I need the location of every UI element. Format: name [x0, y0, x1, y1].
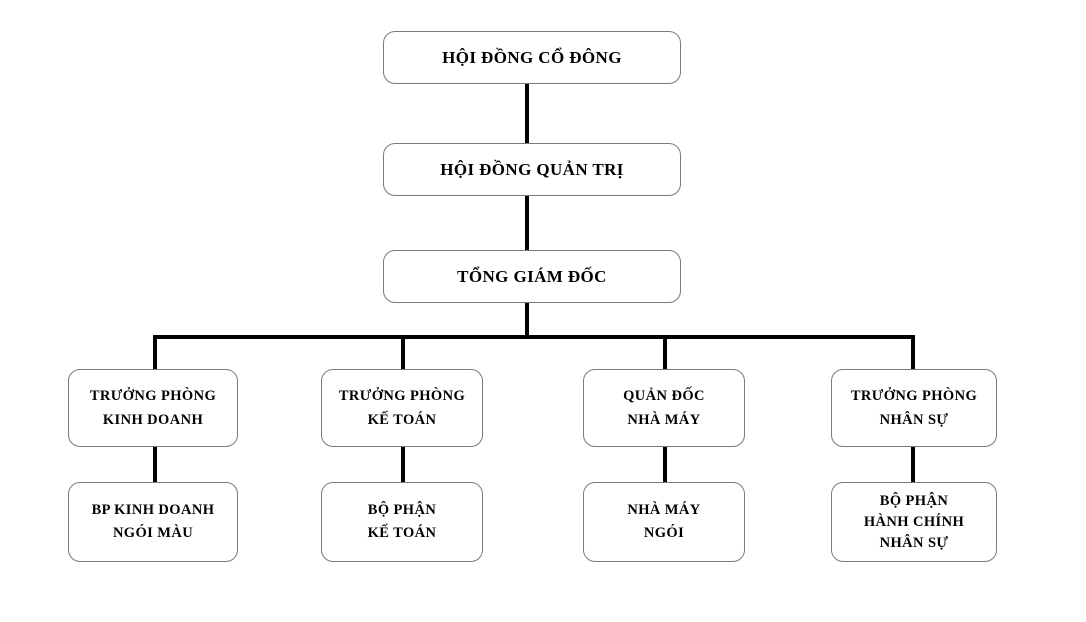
node-label-line2: NGÓI MÀU [112, 525, 194, 541]
node-label-line1: BỘ PHẬN [367, 502, 437, 518]
connector-hr-manager-to-admin-dept [911, 446, 915, 482]
node-label-line3: NHÂN SỰ [879, 534, 949, 551]
connector-shareholders-to-board [525, 83, 529, 144]
node-label-line2: NGÓI [643, 525, 685, 541]
node-label-line1: TRƯỞNG PHÒNG [89, 388, 217, 404]
connector-accounting-manager-to-accounting-dept [401, 446, 405, 482]
node-label-line1: QUẢN ĐỐC [623, 388, 705, 404]
node-board-of-directors[interactable]: HỘI ĐỒNG QUẢN TRỊ [383, 143, 681, 196]
connector-sales-manager-to-sales-dept [153, 446, 157, 482]
node-label-line1: BP KINH DOANH [91, 502, 215, 518]
connector-board-to-director [525, 196, 529, 250]
connector-bus-to-factory-supervisor [663, 335, 667, 369]
connector-bus-to-hr-manager [911, 335, 915, 369]
connector-bus-to-sales-manager [153, 335, 157, 369]
node-sales-manager[interactable]: TRƯỞNG PHÒNG KINH DOANH [68, 369, 238, 447]
connector-bus-to-accounting-manager [401, 335, 405, 369]
node-sales-dept[interactable]: BP KINH DOANH NGÓI MÀU [68, 482, 238, 562]
node-label-line2: NHÀ MÁY [627, 412, 701, 428]
node-tile-factory[interactable]: NHÀ MÁY NGÓI [583, 482, 745, 562]
node-label-line1: TRƯỞNG PHÒNG [338, 388, 466, 404]
node-shareholders-meeting[interactable]: HỘI ĐỒNG CỔ ĐÔNG [383, 31, 681, 84]
connector-director-to-bus [525, 303, 529, 339]
node-label-line2: KẾ TOÁN [367, 525, 437, 541]
connector-horizontal-bus [153, 335, 915, 339]
node-label-line1: BỘ PHẬN [879, 492, 949, 509]
connector-factory-supervisor-to-factory [663, 446, 667, 482]
node-label-line2: HÀNH CHÍNH [863, 513, 965, 530]
node-label-line1: TỔNG GIÁM ĐỐC [457, 266, 607, 286]
node-label-line1: HỘI ĐỒNG QUẢN TRỊ [440, 159, 624, 179]
node-label-line1: NHÀ MÁY [627, 502, 701, 518]
node-label-line2: NHÂN SỰ [879, 412, 949, 428]
node-label-line2: KẾ TOÁN [367, 412, 437, 428]
node-label-line2: KINH DOANH [102, 412, 204, 428]
node-hr-manager[interactable]: TRƯỞNG PHÒNG NHÂN SỰ [831, 369, 997, 447]
node-general-director[interactable]: TỔNG GIÁM ĐỐC [383, 250, 681, 303]
node-factory-supervisor[interactable]: QUẢN ĐỐC NHÀ MÁY [583, 369, 745, 447]
node-label-line1: TRƯỞNG PHÒNG [850, 388, 978, 404]
node-accounting-manager[interactable]: TRƯỞNG PHÒNG KẾ TOÁN [321, 369, 483, 447]
node-label-line1: HỘI ĐỒNG CỔ ĐÔNG [442, 47, 622, 67]
node-admin-hr-dept[interactable]: BỘ PHẬN HÀNH CHÍNH NHÂN SỰ [831, 482, 997, 562]
node-accounting-dept[interactable]: BỘ PHẬN KẾ TOÁN [321, 482, 483, 562]
